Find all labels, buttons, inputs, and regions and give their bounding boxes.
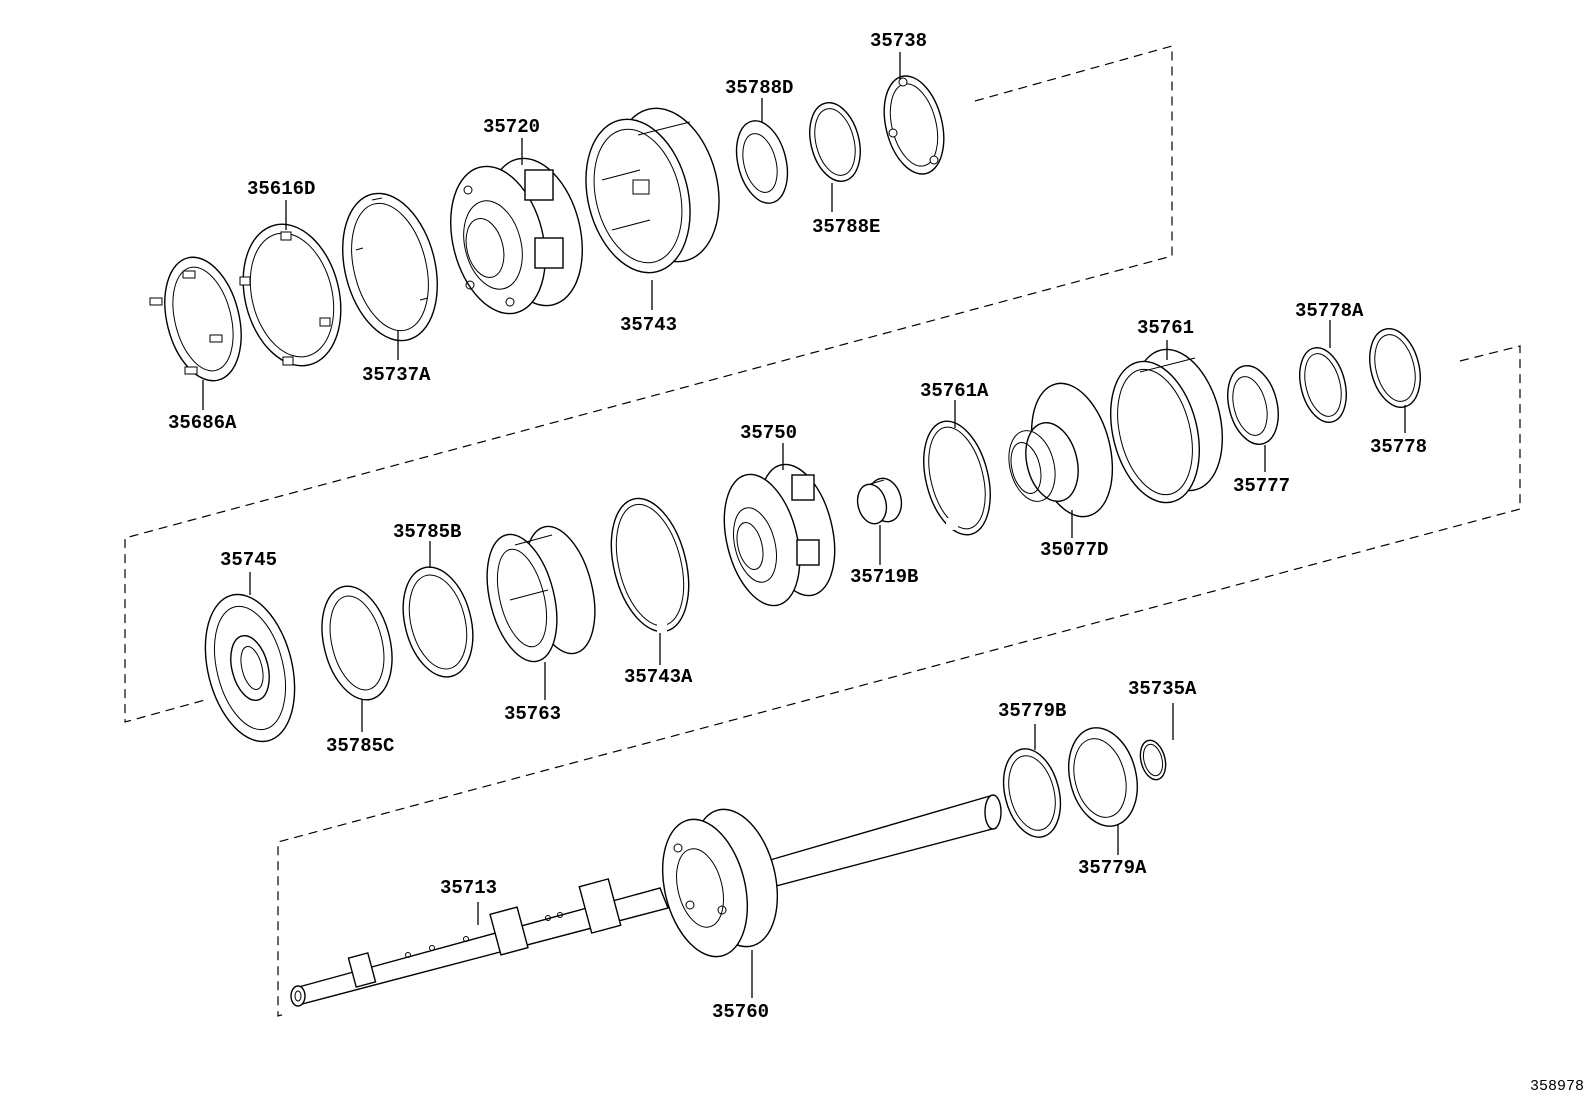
label-35745[interactable]: 35745 (220, 549, 277, 571)
label-35778A[interactable]: 35778A (1295, 300, 1364, 322)
part-35778A[interactable] (1292, 343, 1353, 427)
part-35778[interactable] (1362, 323, 1428, 412)
part-35745[interactable] (191, 585, 309, 751)
part-35777[interactable] (1220, 360, 1286, 449)
label-35761[interactable]: 35761 (1137, 317, 1194, 339)
part-35785B[interactable] (392, 560, 483, 685)
figure-number: 358978 (1530, 1078, 1584, 1095)
part-35788E[interactable] (802, 97, 868, 186)
label-35788E[interactable]: 35788E (812, 216, 880, 238)
label-35785C[interactable]: 35785C (326, 735, 394, 757)
label-35750[interactable]: 35750 (740, 422, 797, 444)
label-35761A[interactable]: 35761A (920, 380, 989, 402)
part-35750[interactable] (712, 457, 847, 614)
label-35719B[interactable]: 35719B (850, 566, 918, 588)
label-35735A[interactable]: 35735A (1128, 678, 1197, 700)
part-35686A[interactable] (149, 249, 253, 389)
label-35788D[interactable]: 35788D (725, 77, 793, 99)
part-35713[interactable] (290, 878, 669, 1007)
part-35738[interactable] (875, 70, 954, 181)
part-35761[interactable] (1097, 340, 1236, 512)
label-35737A[interactable]: 35737A (362, 364, 431, 386)
label-35743A[interactable]: 35743A (624, 666, 693, 688)
part-35743[interactable] (571, 97, 735, 284)
part-35735A[interactable] (1137, 738, 1170, 783)
part-35763[interactable] (475, 519, 607, 669)
label-35785B[interactable]: 35785B (393, 521, 461, 543)
part-35761A[interactable] (913, 414, 1001, 542)
part-35737A[interactable] (328, 183, 452, 350)
label-35778[interactable]: 35778 (1370, 436, 1427, 458)
label-35777[interactable]: 35777 (1233, 475, 1290, 497)
label-35077D[interactable]: 35077D (1040, 539, 1108, 561)
part-35720[interactable] (436, 148, 597, 323)
part-35743A[interactable] (599, 490, 702, 639)
label-35686A[interactable]: 35686A (168, 412, 237, 434)
label-35616D[interactable]: 35616D (247, 178, 315, 200)
part-35788D[interactable] (729, 115, 796, 208)
label-35779B[interactable]: 35779B (998, 700, 1066, 722)
label-35713[interactable]: 35713 (440, 877, 497, 899)
part-35616D[interactable] (229, 214, 355, 376)
group-boundary-lines (124, 45, 1521, 1017)
leader-lines (202, 52, 1406, 998)
label-35760[interactable]: 35760 (712, 1001, 769, 1023)
part-35779B[interactable] (995, 743, 1069, 843)
label-35779A[interactable]: 35779A (1078, 857, 1147, 879)
part-35760[interactable] (649, 794, 1002, 966)
label-35720[interactable]: 35720 (483, 116, 540, 138)
label-35763[interactable]: 35763 (504, 703, 561, 725)
part-35719B[interactable] (854, 475, 906, 527)
part-35779A[interactable] (1059, 721, 1147, 834)
part-labels: 35738 35788D 35720 35616D 35788E 35743 3… (168, 30, 1427, 1023)
part-35077D[interactable] (1002, 375, 1125, 525)
part-35785C[interactable] (311, 579, 403, 708)
label-35743[interactable]: 35743 (620, 314, 677, 336)
label-35738[interactable]: 35738 (870, 30, 927, 52)
